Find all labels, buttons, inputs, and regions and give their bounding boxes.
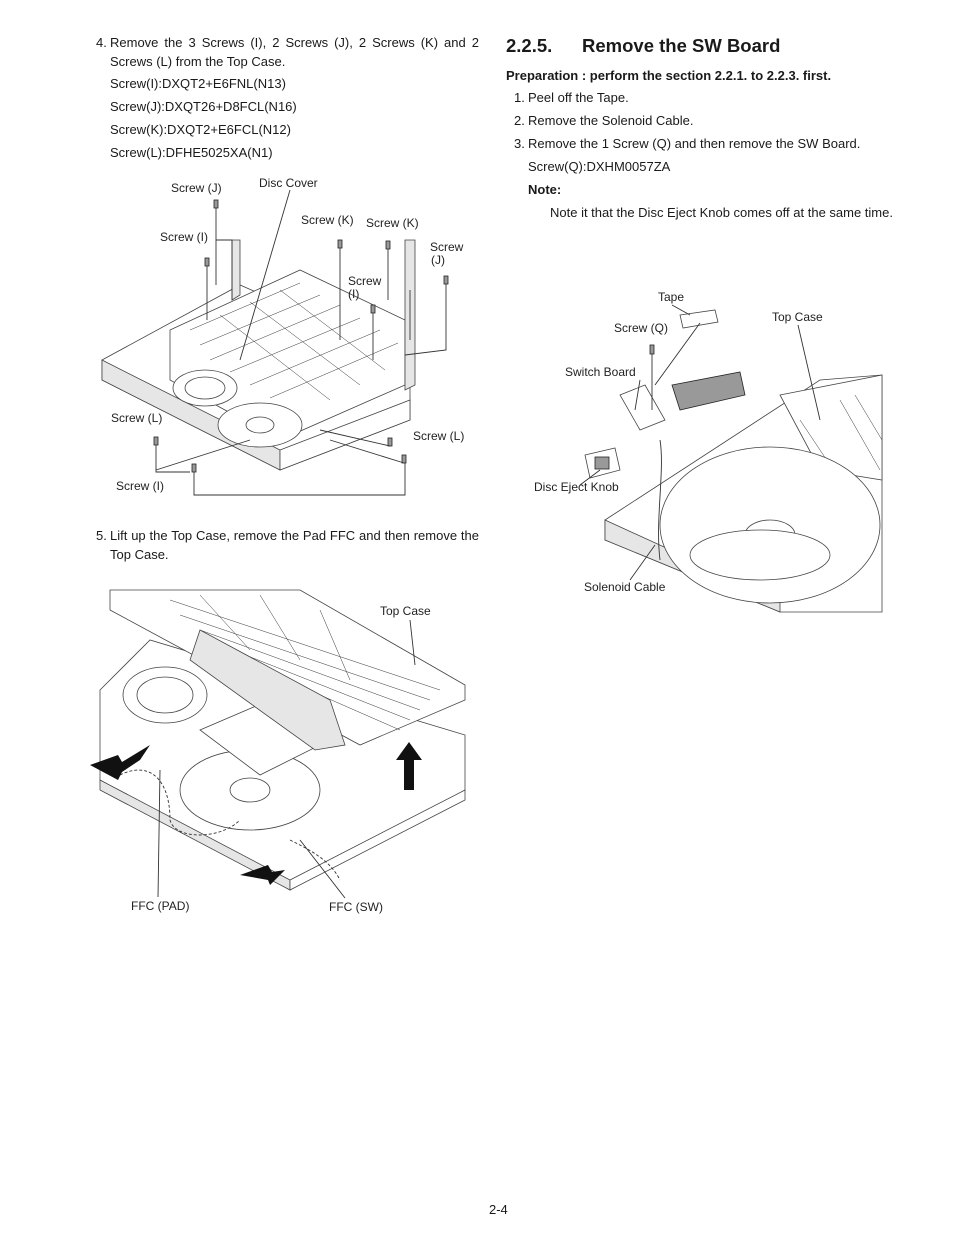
step-number: 5.	[96, 528, 107, 543]
screw-spec-i: Screw(I):DXQT2+E6FNL(N13)	[110, 76, 286, 91]
step-number: 4.	[96, 35, 107, 50]
label-screw-l-right: Screw (L)	[413, 429, 465, 443]
sw-step-3: 3. Remove the 1 Screw (Q) and then remov…	[514, 134, 898, 154]
label-tape: Tape	[658, 290, 685, 304]
label-solenoid-cable: Solenoid Cable	[584, 580, 666, 594]
preparation-note: Preparation : perform the section 2.2.1.…	[506, 68, 832, 83]
page-number: 2-4	[489, 1202, 508, 1217]
label-screw-j-top: Screw (J)	[171, 181, 222, 195]
step-5: 5. Lift up the Top Case, remove the Pad …	[96, 526, 480, 566]
label-disc-cover: Disc Cover	[259, 176, 318, 190]
screw-spec-k: Screw(K):DXQT2+E6FCL(N12)	[110, 122, 291, 137]
label-screw-i-mid-2: (I)	[348, 287, 360, 301]
sw-step-2: 2. Remove the Solenoid Cable.	[514, 111, 898, 131]
label-screw-q: Screw (Q)	[614, 321, 668, 335]
label-top-case: Top Case	[380, 604, 431, 618]
label-screw-l-left: Screw (L)	[111, 411, 163, 425]
label-switch-board: Switch Board	[565, 365, 636, 379]
step-text: Remove the 3 Screws (I), 2 Screws (J), 2…	[110, 35, 479, 69]
label-screw-i-bottom: Screw (I)	[116, 479, 164, 493]
step-4: 4. Remove the 3 Screws (I), 2 Screws (J)…	[96, 33, 480, 73]
note-text: Note it that the Disc Eject Knob comes o…	[550, 205, 893, 220]
step-text: Remove the 1 Screw (Q) and then remove t…	[528, 136, 861, 151]
step-number: 2.	[514, 113, 525, 128]
section-number: 2.2.5.	[506, 35, 553, 56]
label-ffc-sw: FFC (SW)	[329, 900, 383, 914]
step-number: 1.	[514, 90, 525, 105]
screw-spec-q: Screw(Q):DXHM0057ZA	[528, 159, 671, 174]
screw-spec-j: Screw(J):DXQT26+D8FCL(N16)	[110, 99, 297, 114]
label-ffc-pad: FFC (PAD)	[131, 899, 190, 913]
label-disc-eject-knob: Disc Eject Knob	[534, 480, 619, 494]
label-top-case: Top Case	[772, 310, 823, 324]
label-screw-j-right-1: Screw	[430, 240, 464, 254]
section-title: Remove the SW Board	[582, 35, 781, 56]
label-screw-i-top: Screw (I)	[160, 230, 208, 244]
step-text: Remove the Solenoid Cable.	[528, 113, 694, 128]
sw-step-1: 1. Peel off the Tape.	[514, 88, 898, 108]
label-screw-k-a: Screw (K)	[301, 213, 354, 227]
screw-spec-l: Screw(L):DFHE5025XA(N1)	[110, 145, 273, 160]
step-text: Lift up the Top Case, remove the Pad FFC…	[110, 528, 479, 562]
label-screw-k-b: Screw (K)	[366, 216, 419, 230]
note-label: Note:	[528, 182, 562, 197]
step-text: Peel off the Tape.	[528, 90, 629, 105]
label-screw-j-right-2: (J)	[431, 253, 445, 267]
step-number: 3.	[514, 136, 525, 151]
label-screw-i-mid-1: Screw	[348, 274, 382, 288]
